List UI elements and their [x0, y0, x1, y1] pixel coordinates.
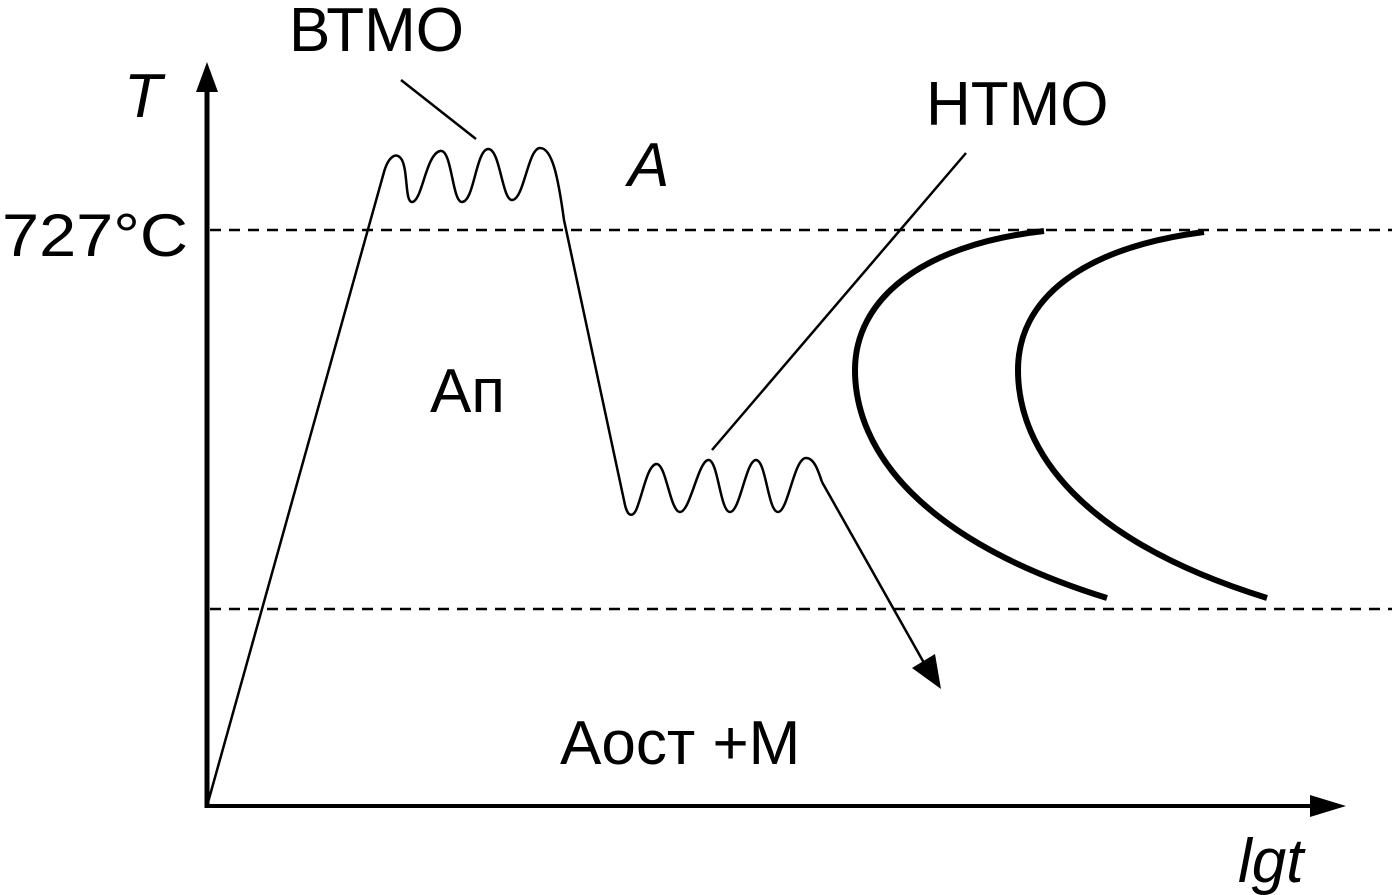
- transformation-start-curve: [851, 228, 1108, 601]
- ntmo-label: НТМО: [926, 70, 1109, 139]
- retained-austenite-martensite-label: Аост +М: [560, 709, 800, 778]
- axes: [196, 62, 1346, 817]
- x-axis-arrowhead: [1310, 795, 1346, 817]
- vtmo-label: ВТМО: [289, 0, 464, 65]
- austenite-label: А: [624, 131, 669, 200]
- undercooled-austenite-label: Ап: [430, 357, 505, 426]
- ntmo-leader-line: [711, 152, 967, 451]
- x-axis-label: lgt: [1238, 827, 1306, 895]
- y-axis-arrowhead: [196, 62, 218, 92]
- quench-arrowhead: [912, 654, 941, 689]
- vtmo-leader-line: [400, 79, 477, 140]
- vtmo-treatment-path: [205, 146, 824, 807]
- transformation-finish-curve: [1014, 229, 1268, 601]
- quench-arrow-line: [820, 481, 930, 671]
- temperature-727-label: 727°C: [2, 202, 188, 269]
- y-axis-label: T: [124, 62, 166, 131]
